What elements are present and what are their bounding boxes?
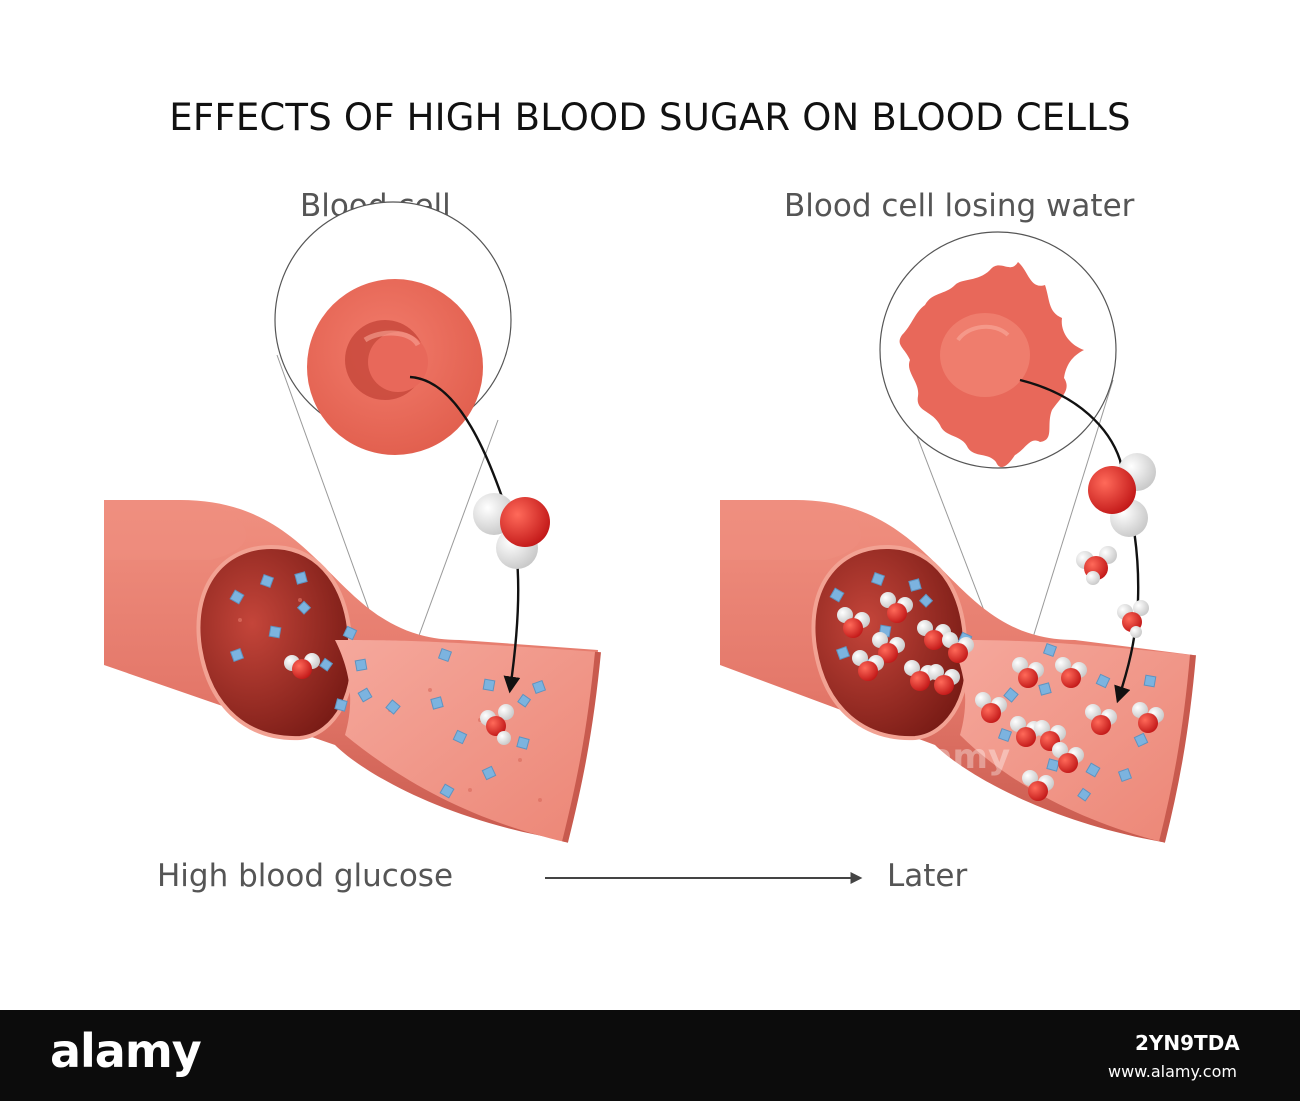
water-molecule-icon	[480, 704, 514, 745]
image-code: 2YN9TDA	[1135, 1031, 1240, 1055]
water-molecule-icon	[284, 653, 320, 679]
glucose-cubes-right	[829, 571, 1157, 802]
water-molecules-right	[837, 592, 1164, 801]
blood-cell-icon	[307, 279, 483, 455]
shrunken-cell-icon	[899, 262, 1084, 468]
water-molecule-icon	[473, 493, 550, 569]
page-title: EFFECTS OF HIGH BLOOD SUGAR ON BLOOD CEL…	[169, 96, 1131, 139]
right-panel	[720, 231, 1196, 843]
high-glucose-label: High blood glucose	[157, 858, 454, 894]
watermark-url: www.alamy.com	[1108, 1062, 1237, 1081]
watermark-banner	[0, 1010, 1300, 1101]
water-molecule-icon	[1117, 600, 1149, 638]
later-label: Later	[887, 858, 968, 894]
watermark-overlay: alamy	[895, 737, 1010, 777]
blood-vessel-left	[104, 500, 601, 843]
water-molecule-icon	[1088, 453, 1156, 537]
alamy-logo: alamy	[50, 1024, 202, 1078]
left-panel	[104, 201, 601, 843]
water-molecule-icon	[1076, 546, 1117, 585]
diagram-illustration: alamy	[104, 201, 1196, 884]
glucose-cubes-left	[229, 571, 547, 799]
right-panel-label: Blood cell losing water	[784, 188, 1135, 224]
